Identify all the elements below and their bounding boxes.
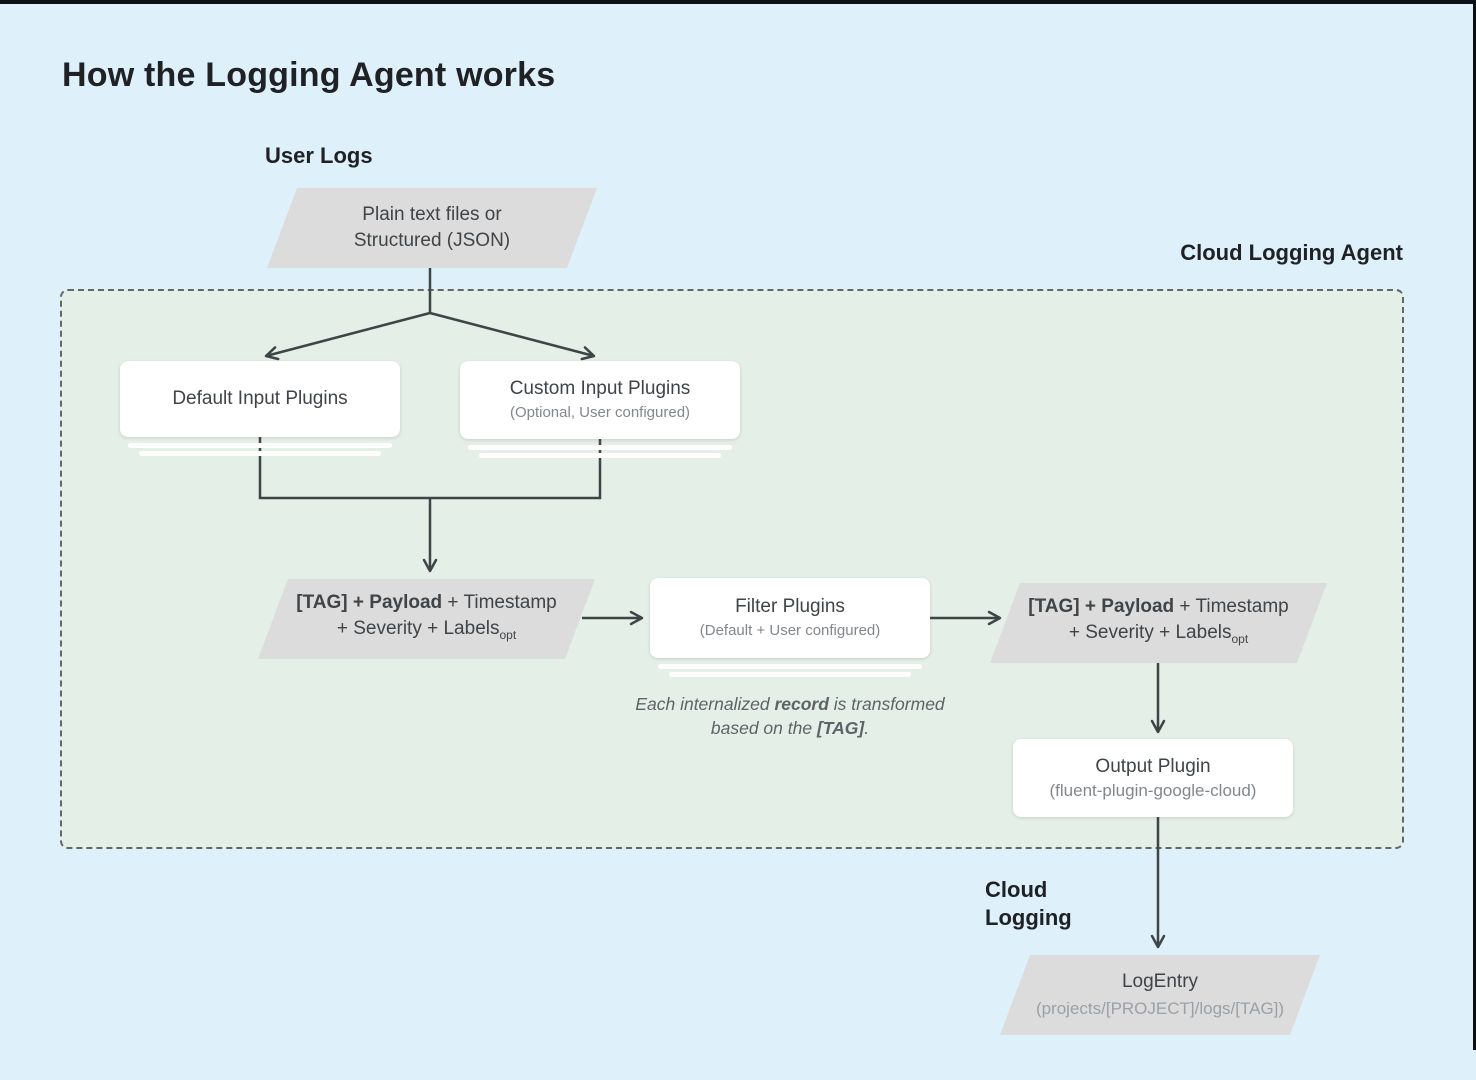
custom-input-stack-2 [479, 453, 721, 458]
custom-input-plugins-node: Custom Input Plugins (Optional, User con… [460, 361, 740, 439]
log-record-left-parallelogram: [TAG] + Payload + Timestamp + Severity +… [258, 579, 595, 659]
cloud-logging-agent-label: Cloud Logging Agent [1180, 240, 1403, 265]
filter-plugins-node: Filter Plugins (Default + User configure… [650, 578, 930, 658]
transform-note: Each internalized record is transformed … [632, 692, 948, 740]
note-record: record [774, 694, 829, 714]
log-record-left-bold: [TAG] + Payload [296, 592, 443, 614]
custom-input-stack-1 [468, 445, 732, 450]
user-logs-parallelogram: Plain text files or Structured (JSON) [267, 188, 597, 268]
log-record-right-line2-text: + Severity + Labels [1068, 622, 1232, 644]
log-record-left-opt: opt [499, 627, 517, 642]
page-title: How the Logging Agent works [62, 56, 556, 94]
cloud-logging-label-line2: Logging [985, 905, 1072, 930]
custom-input-plugins-title: Custom Input Plugins [509, 378, 691, 399]
user-logs-label: User Logs [265, 143, 373, 168]
user-logs-line2: Structured (JSON) [353, 230, 511, 251]
log-record-right-rest: + Timestamp [1174, 596, 1289, 618]
output-plugin-subtitle: (fluent-plugin-google-cloud) [1049, 781, 1257, 800]
note-mid: is transformed based on the [710, 694, 945, 738]
output-plugin-title: Output Plugin [1095, 756, 1211, 777]
frame-right-edge [1473, 0, 1476, 1050]
logentry-title: LogEntry [1121, 971, 1199, 992]
log-record-right-line1: [TAG] + Payload + Timestamp [1028, 594, 1288, 620]
log-record-left-line2-text: + Severity + Labels [336, 618, 500, 640]
cloud-logging-label-line1: Cloud [985, 877, 1048, 902]
logentry-subtitle: (projects/[PROJECT]/logs/[TAG]) [1035, 999, 1285, 1018]
default-input-stack-2 [139, 451, 381, 456]
log-record-right-bold: [TAG] + Payload [1028, 596, 1175, 618]
frame-top-edge [0, 0, 1476, 4]
filter-plugins-subtitle: (Default + User configured) [699, 622, 881, 639]
filter-plugins-title: Filter Plugins [735, 596, 845, 617]
log-record-right-parallelogram: [TAG] + Payload + Timestamp + Severity +… [990, 583, 1327, 663]
note-tag: [TAG] [816, 718, 865, 738]
note-end: . [864, 718, 870, 738]
log-record-right-opt: opt [1231, 631, 1249, 646]
filter-stack-2 [669, 672, 911, 677]
logentry-parallelogram: LogEntry (projects/[PROJECT]/logs/[TAG]) [1000, 955, 1320, 1035]
log-record-right-line2: + Severity + Labelsopt [1069, 620, 1248, 652]
custom-input-plugins-subtitle: (Optional, User configured) [509, 404, 691, 421]
cloud-logging-label: Cloud Logging [985, 876, 1072, 932]
log-record-left-rest: + Timestamp [442, 592, 557, 614]
log-record-left-line2: + Severity + Labelsopt [337, 616, 516, 648]
user-logs-line1: Plain text files or [362, 204, 502, 225]
note-pre: Each internalized [635, 694, 775, 714]
filter-stack-1 [658, 664, 922, 669]
default-input-plugins-node: Default Input Plugins [120, 361, 400, 437]
default-input-stack-1 [128, 443, 392, 448]
log-record-left-line1: [TAG] + Payload + Timestamp [296, 590, 556, 616]
default-input-plugins-title: Default Input Plugins [172, 388, 348, 409]
output-plugin-node: Output Plugin (fluent-plugin-google-clou… [1013, 739, 1293, 817]
